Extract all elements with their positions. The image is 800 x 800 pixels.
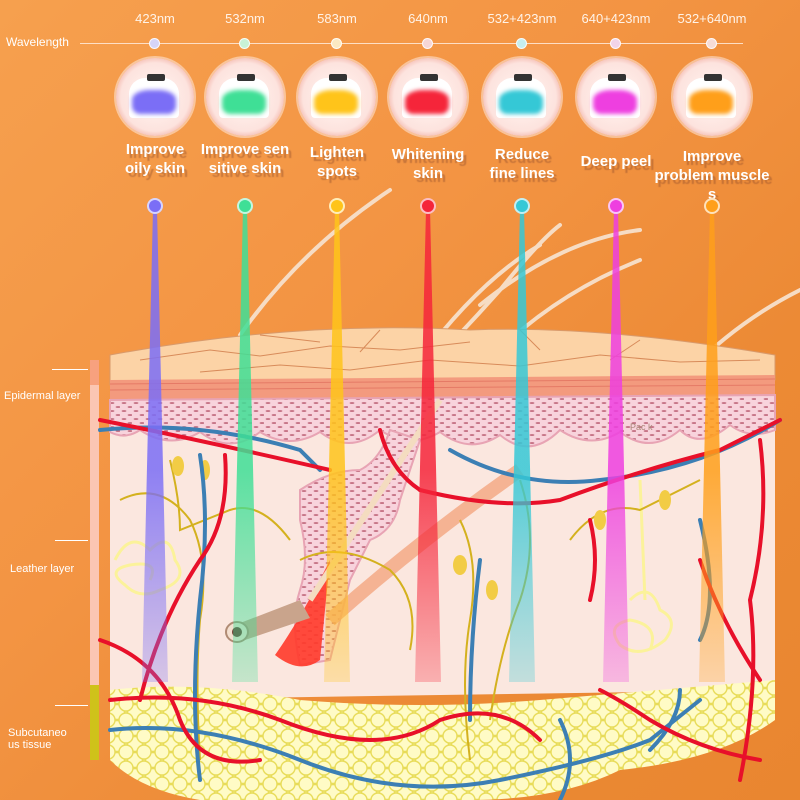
device-light-glow [314, 90, 358, 114]
leather-layer-label: Leather layer [10, 563, 75, 575]
wavelength-value: 532+640nm [677, 11, 747, 26]
effect-label-line: sitive skin [208, 160, 282, 177]
subcutaneous-label-line1: Subcutaneo [8, 727, 67, 739]
device-screen [514, 74, 532, 81]
layer-bar-epidermal [90, 360, 99, 385]
device-light-glow [222, 90, 266, 114]
wavelength-node [422, 38, 433, 49]
device-thumbnail [298, 58, 376, 136]
wavelength-node [706, 38, 717, 49]
device-screen [420, 74, 438, 81]
wavelength-node [239, 38, 250, 49]
device-screen [237, 74, 255, 81]
effect-label: Improve sen sitive skin [180, 140, 310, 178]
light-source-dot [420, 198, 436, 214]
device-light-glow [689, 90, 733, 114]
leather-leader-line [55, 540, 88, 541]
wavelength-node [149, 38, 160, 49]
light-source-dot [329, 198, 345, 214]
wavelength-value: 532+423nm [487, 11, 557, 26]
layer-bar-subcutaneous [90, 685, 99, 760]
device-screen [608, 74, 626, 81]
subcutaneous-leader-line [55, 705, 88, 706]
light-source-dot [514, 198, 530, 214]
wavelength-axis-line [80, 43, 743, 44]
light-source-dot [608, 198, 624, 214]
pack-annotation: Pac k [630, 422, 653, 432]
device-light-glow [405, 90, 449, 114]
light-source-dot [147, 198, 163, 214]
device-light-glow [593, 90, 637, 114]
wavelength-value: 640nm [408, 11, 448, 26]
wavelength-label: Wavelength [6, 35, 69, 49]
surface-cracks [139, 329, 761, 373]
wavelength-value: 583nm [317, 11, 357, 26]
wavelength-node [331, 38, 342, 49]
device-thumbnail [577, 58, 655, 136]
subcutaneous-label-line2: us tissue [8, 739, 52, 751]
device-thumbnail [483, 58, 561, 136]
effect-label-line: skin [412, 165, 443, 182]
effect-label-line: s [707, 186, 717, 203]
effect-label: Deep peel [551, 152, 681, 171]
wavelength-value: 423nm [135, 11, 175, 26]
effect-label-line: problem muscle [654, 167, 770, 184]
device-thumbnail [389, 58, 467, 136]
effect-label: Whitening skin [363, 145, 493, 183]
wavelength-node [610, 38, 621, 49]
subcutaneous-label: Subcutaneo us tissue [8, 727, 67, 751]
effect-label: Improve problem muscle s [647, 147, 777, 204]
effect-label: Reduce fine lines [457, 145, 587, 183]
subcutaneous-fat [110, 680, 775, 800]
effect-label: Improve oily skin [90, 140, 220, 178]
device-thumbnail [673, 58, 751, 136]
device-light-glow [132, 90, 176, 114]
layer-bar-leather [90, 385, 99, 685]
effect-label-line: Improve sen [200, 141, 290, 158]
effect-label-line: Improve [682, 148, 742, 165]
effect-label-line: Whitening [391, 146, 465, 163]
wavelength-value: 532nm [225, 11, 265, 26]
effect-label-line: oily skin [124, 160, 186, 177]
effect-label-line: spots [316, 163, 357, 180]
effect-label-line: Reduce [494, 146, 550, 163]
light-source-dot [237, 198, 253, 214]
device-light-glow [499, 90, 543, 114]
epidermal-leader-line [52, 369, 88, 370]
device-screen [704, 74, 722, 81]
arteries [98, 418, 782, 782]
device-screen [329, 74, 347, 81]
device-screen [147, 74, 165, 81]
light-source-dot [704, 198, 720, 214]
device-thumbnail [206, 58, 284, 136]
device-thumbnail [116, 58, 194, 136]
wavelength-value: 640+423nm [581, 11, 651, 26]
effect-label: Lighten spots [272, 143, 402, 181]
effect-label-line: fine lines [489, 165, 555, 182]
wavelength-node [516, 38, 527, 49]
effect-label-line: Deep peel [580, 153, 652, 170]
effect-label-line: Improve [125, 141, 185, 158]
effect-label-line: Lighten [309, 144, 365, 161]
epidermal-layer-label: Epidermal layer [4, 390, 81, 402]
